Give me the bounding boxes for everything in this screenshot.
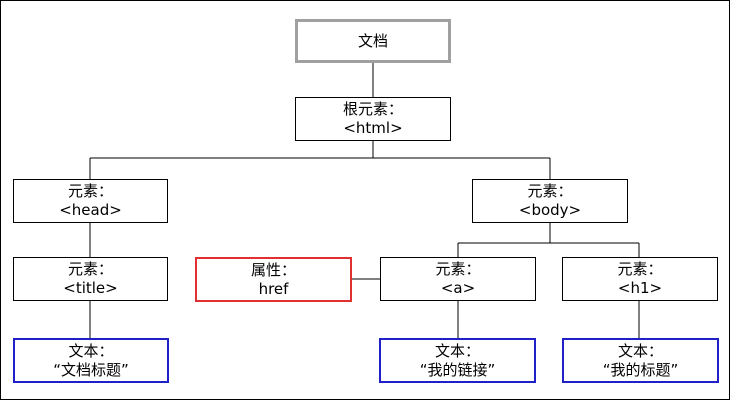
node-document: 文档 xyxy=(295,19,451,63)
node-h1: 元素： <h1> xyxy=(562,257,718,301)
node-a-kind: 元素： xyxy=(435,260,481,278)
node-text-h1: 文本： “我的标题” xyxy=(562,338,719,383)
node-title-tag: <title> xyxy=(63,279,118,297)
node-html: 根元素： <html> xyxy=(295,97,451,141)
node-text-link: 文本： “我的链接” xyxy=(379,338,536,383)
node-h1-tag: <h1> xyxy=(617,279,663,297)
node-document-label: 文档 xyxy=(357,31,388,50)
node-text-h1-value: “我的标题” xyxy=(602,360,679,379)
node-html-kind: 根元素： xyxy=(342,100,403,118)
node-attribute-href: 属性： href xyxy=(195,257,352,302)
node-head-kind: 元素： xyxy=(67,182,113,200)
node-a: 元素： <a> xyxy=(380,257,536,301)
node-attribute-name: href xyxy=(258,279,289,298)
node-body: 元素： <body> xyxy=(472,179,628,223)
node-attribute-kind: 属性： xyxy=(250,260,296,279)
node-title: 元素： <title> xyxy=(13,257,168,301)
node-text-link-value: “我的链接” xyxy=(419,360,496,379)
node-body-kind: 元素： xyxy=(527,182,573,200)
node-a-tag: <a> xyxy=(440,279,476,297)
node-text-link-kind: 文本： xyxy=(434,341,480,360)
node-text-title-kind: 文本： xyxy=(68,341,114,360)
node-head: 元素： <head> xyxy=(13,179,168,223)
node-body-tag: <body> xyxy=(518,201,582,219)
node-h1-kind: 元素： xyxy=(617,260,663,278)
node-head-tag: <head> xyxy=(59,201,122,219)
node-text-title-value: “文档标题” xyxy=(53,360,129,379)
node-title-kind: 元素： xyxy=(67,260,113,278)
node-text-title: 文本： “文档标题” xyxy=(13,338,169,383)
node-html-tag: <html> xyxy=(343,119,403,137)
node-text-h1-kind: 文本： xyxy=(617,341,663,360)
